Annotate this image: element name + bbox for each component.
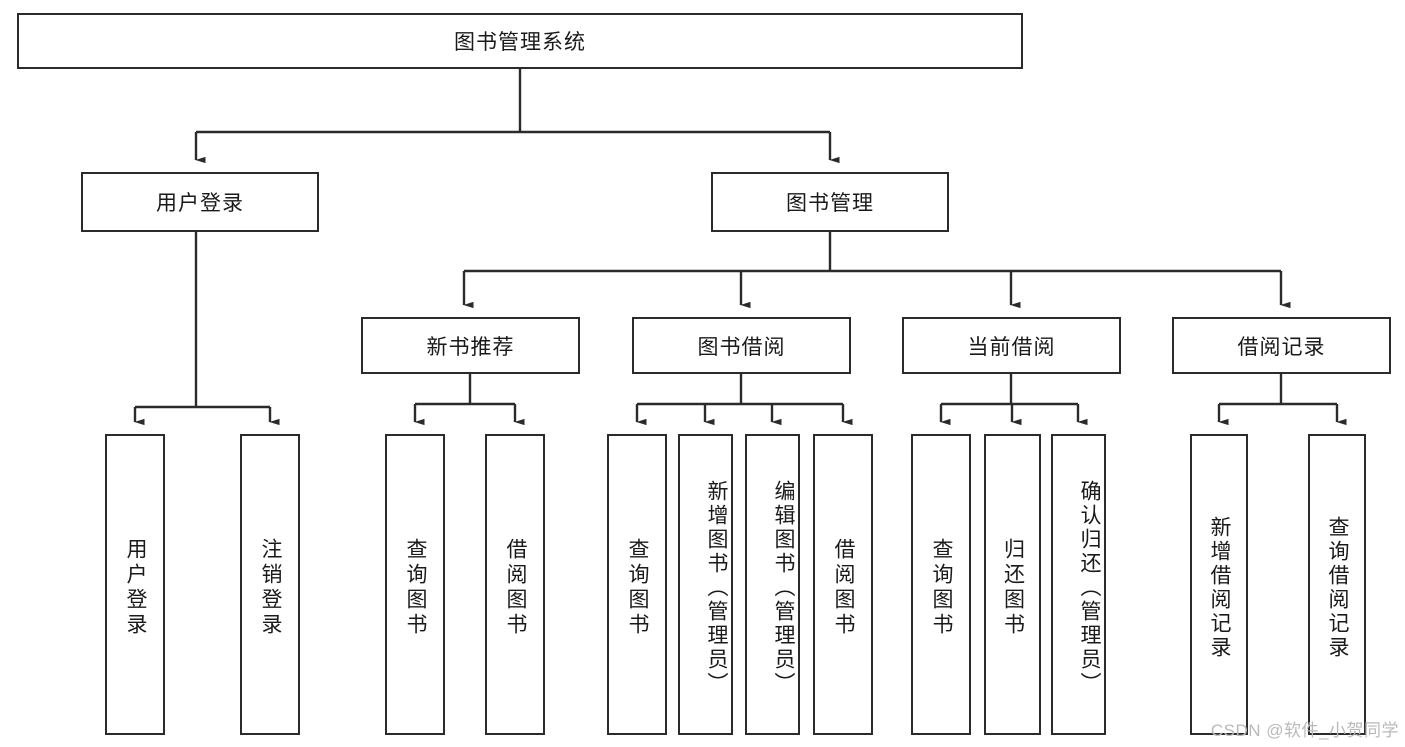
node-book-borrow[interactable]: 图书借阅 — [632, 317, 851, 374]
node-current-borrow-label: 当前借阅 — [967, 335, 1056, 359]
node-leaf-query-book-2[interactable]: 查询图书 — [607, 434, 667, 735]
node-user-login[interactable]: 用户登录 — [81, 172, 319, 232]
node-leaf-user-login[interactable]: 用户登录 — [105, 434, 165, 735]
node-leaf-borrow-book-1[interactable]: 借阅图书 — [485, 434, 545, 735]
node-book-manage[interactable]: 图书管理 — [711, 172, 949, 232]
node-leaf-query-record-label: 查询借阅记录 — [1326, 515, 1349, 660]
node-new-book-rec[interactable]: 新书推荐 — [361, 317, 580, 374]
node-leaf-query-book-3-label: 查询图书 — [930, 537, 953, 638]
node-leaf-query-book-1[interactable]: 查询图书 — [385, 434, 445, 735]
node-leaf-borrow-book-1-label: 借阅图书 — [504, 537, 527, 638]
node-new-book-rec-label: 新书推荐 — [426, 335, 515, 359]
node-leaf-query-record[interactable]: 查询借阅记录 — [1308, 434, 1366, 735]
node-leaf-confirm-return[interactable]: 确认归还（管理员） — [1051, 434, 1106, 735]
node-leaf-return-book-label: 归还图书 — [1001, 537, 1025, 638]
node-leaf-add-book-label: 新增图书（管理员） — [705, 479, 728, 696]
node-leaf-query-book-2-label: 查询图书 — [626, 537, 649, 638]
node-leaf-edit-book-label: 编辑图书（管理员） — [772, 479, 795, 696]
csdn-watermark: CSDN @软件_小贺同学 — [1210, 721, 1399, 740]
node-current-borrow[interactable]: 当前借阅 — [902, 317, 1121, 374]
node-leaf-user-logout[interactable]: 注销登录 — [240, 434, 300, 735]
node-leaf-add-book[interactable]: 新增图书（管理员） — [678, 434, 733, 735]
node-leaf-return-book[interactable]: 归还图书 — [984, 434, 1041, 735]
node-root-label: 图书管理系统 — [454, 31, 586, 54]
node-leaf-edit-book[interactable]: 编辑图书（管理员） — [745, 434, 800, 735]
node-leaf-query-book-3[interactable]: 查询图书 — [911, 434, 971, 735]
node-leaf-add-record-label: 新增借阅记录 — [1208, 515, 1231, 660]
node-leaf-confirm-return-label: 确认归还（管理员） — [1078, 479, 1101, 696]
node-root[interactable]: 图书管理系统 — [17, 13, 1023, 69]
node-user-login-label: 用户登录 — [156, 192, 244, 215]
node-leaf-borrow-book-2-label: 借阅图书 — [832, 537, 855, 638]
node-leaf-add-record[interactable]: 新增借阅记录 — [1190, 434, 1248, 735]
node-leaf-borrow-book-2[interactable]: 借阅图书 — [813, 434, 873, 735]
node-leaf-query-book-1-label: 查询图书 — [404, 537, 427, 638]
node-book-manage-label: 图书管理 — [786, 192, 874, 215]
node-book-borrow-label: 图书借阅 — [697, 335, 786, 359]
node-borrow-record-label: 借阅记录 — [1237, 335, 1326, 359]
node-leaf-user-logout-label: 注销登录 — [259, 537, 282, 638]
node-borrow-record[interactable]: 借阅记录 — [1172, 317, 1391, 374]
node-leaf-user-login-label: 用户登录 — [124, 537, 147, 638]
